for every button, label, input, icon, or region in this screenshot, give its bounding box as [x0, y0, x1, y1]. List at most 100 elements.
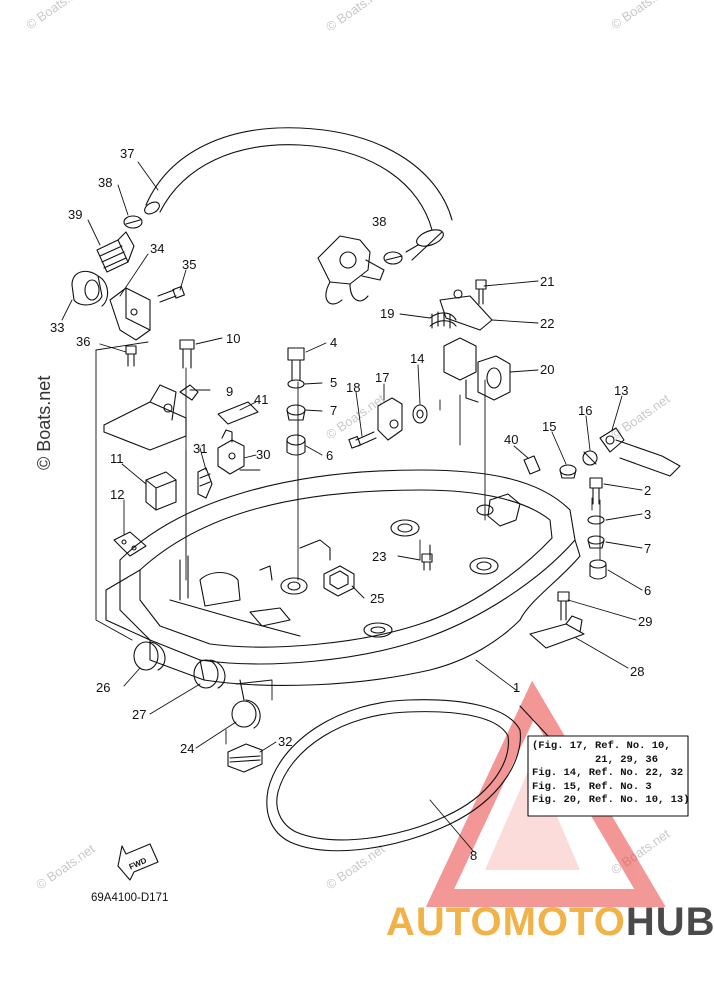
- callout-30: 30: [256, 447, 270, 462]
- holder-part-20: [443, 337, 511, 403]
- watermark-side: © Boats.net: [34, 376, 54, 470]
- callout-11: 11: [110, 451, 124, 466]
- callout-24: 24: [180, 741, 194, 756]
- callout-14: 14: [410, 351, 424, 366]
- callout-5: 5: [330, 375, 337, 390]
- grommet-part-15: [559, 464, 577, 479]
- callout-7: 7: [644, 541, 651, 556]
- collar-part-7: [286, 404, 306, 421]
- callout-6: 6: [644, 583, 651, 598]
- screw-part-36: [125, 345, 137, 367]
- callout-34: 34: [150, 241, 164, 256]
- grommet-part-14: [412, 404, 428, 424]
- callout-39: 39: [68, 207, 82, 222]
- watermark: © Boats.net: [323, 0, 388, 34]
- hose-clip-38: [123, 215, 403, 265]
- callout-29: 29: [638, 614, 652, 629]
- plate-part-12: [113, 531, 147, 557]
- watermark: © Boats.net: [608, 0, 673, 32]
- callout-labels: 1 2 3 4 5 6 6 7 7 8 9 10 11 12 13 14 15 …: [50, 146, 652, 872]
- brand-part-2: HUB: [625, 900, 714, 944]
- callout-25: 25: [370, 591, 384, 606]
- callout-17: 17: [375, 370, 389, 385]
- callout-35: 35: [182, 257, 196, 272]
- callout-19: 19: [380, 306, 394, 321]
- leader-lines: [61, 161, 643, 853]
- screw-part-21: [475, 279, 487, 305]
- collar-part-7b: [587, 535, 605, 549]
- callout-36: 36: [76, 334, 90, 349]
- bolt-part-2: [589, 477, 603, 505]
- callout-27: 27: [132, 707, 146, 722]
- watermark: © Boats.net: [608, 391, 673, 443]
- screw-part-29: [557, 591, 570, 621]
- bracket-part-34: [109, 287, 151, 341]
- callout-7: 7: [330, 403, 337, 418]
- plug-part-26: [133, 641, 166, 671]
- callout-41: 41: [254, 392, 268, 407]
- plate-part-28: [529, 615, 585, 649]
- clip-part-16: [582, 450, 598, 466]
- callout-40: 40: [504, 432, 518, 447]
- watermark: © Boats.net: [33, 841, 98, 893]
- lever-part-19: [429, 311, 457, 329]
- screw-part-35: [157, 285, 185, 303]
- callout-16: 16: [578, 403, 592, 418]
- reference-pointer: [519, 705, 549, 737]
- hose-part-37: [144, 127, 453, 261]
- watermark: © Boats.net: [323, 841, 388, 893]
- fitting-part-31: [197, 467, 213, 499]
- bolt-part-18: [348, 431, 377, 449]
- plate-part-22: [439, 289, 493, 331]
- assembly-frame-lines: [225, 679, 273, 745]
- callout-28: 28: [630, 664, 644, 679]
- callout-15: 15: [542, 419, 556, 434]
- label-part-40: [523, 455, 541, 475]
- fitting-assembly: [317, 235, 385, 305]
- callout-3: 3: [644, 507, 651, 522]
- callout-31: 31: [193, 441, 207, 456]
- callout-9: 9: [226, 384, 233, 399]
- fitting-part-39: [96, 231, 135, 273]
- callout-6: 6: [326, 448, 333, 463]
- callout-18: 18: [346, 380, 360, 395]
- callout-38: 38: [372, 214, 386, 229]
- grommet-part-33: [71, 270, 109, 307]
- bottom-cowling-part-1: [105, 469, 581, 686]
- callout-20: 20: [540, 362, 554, 377]
- reference-note: (Fig. 17, Ref. No. 10, 21, 29, 36 Fig. 1…: [532, 740, 690, 807]
- seal-part-8: [266, 699, 521, 852]
- callout-1: 1: [513, 680, 520, 695]
- label-part-41: [217, 401, 259, 425]
- fwd-arrow-icon: [117, 843, 159, 881]
- bolt-part-4: [287, 347, 305, 381]
- callout-12: 12: [110, 487, 124, 502]
- washer-part-3: [587, 515, 605, 525]
- screw-part-23: [421, 553, 433, 571]
- callout-37: 37: [120, 146, 134, 161]
- bracket-part-17: [377, 397, 403, 441]
- callout-23: 23: [372, 549, 386, 564]
- callout-26: 26: [96, 680, 110, 695]
- diagram-code: 69A4100-D171: [91, 892, 169, 904]
- callout-32: 32: [278, 734, 292, 749]
- plug-part-24: [231, 679, 261, 729]
- callout-38: 38: [98, 175, 112, 190]
- grommet-part-32: [227, 743, 263, 773]
- lever-part-13: [599, 427, 681, 477]
- callout-4: 4: [330, 335, 337, 350]
- bolt-part-10: [179, 339, 195, 369]
- brand-wordmark: AUTOMOTOHUB: [386, 900, 714, 945]
- callout-10: 10: [226, 331, 240, 346]
- callout-21: 21: [540, 274, 554, 289]
- plug-part-27: [193, 659, 226, 689]
- callout-8: 8: [470, 848, 477, 863]
- callout-22: 22: [540, 316, 554, 331]
- grommet-part-6: [286, 434, 306, 456]
- bracket-part-9: [103, 384, 199, 451]
- callout-2: 2: [644, 483, 651, 498]
- brand-part-1: AUTOMOTO: [386, 900, 626, 944]
- washer-part-5: [287, 379, 305, 389]
- callout-13: 13: [614, 383, 628, 398]
